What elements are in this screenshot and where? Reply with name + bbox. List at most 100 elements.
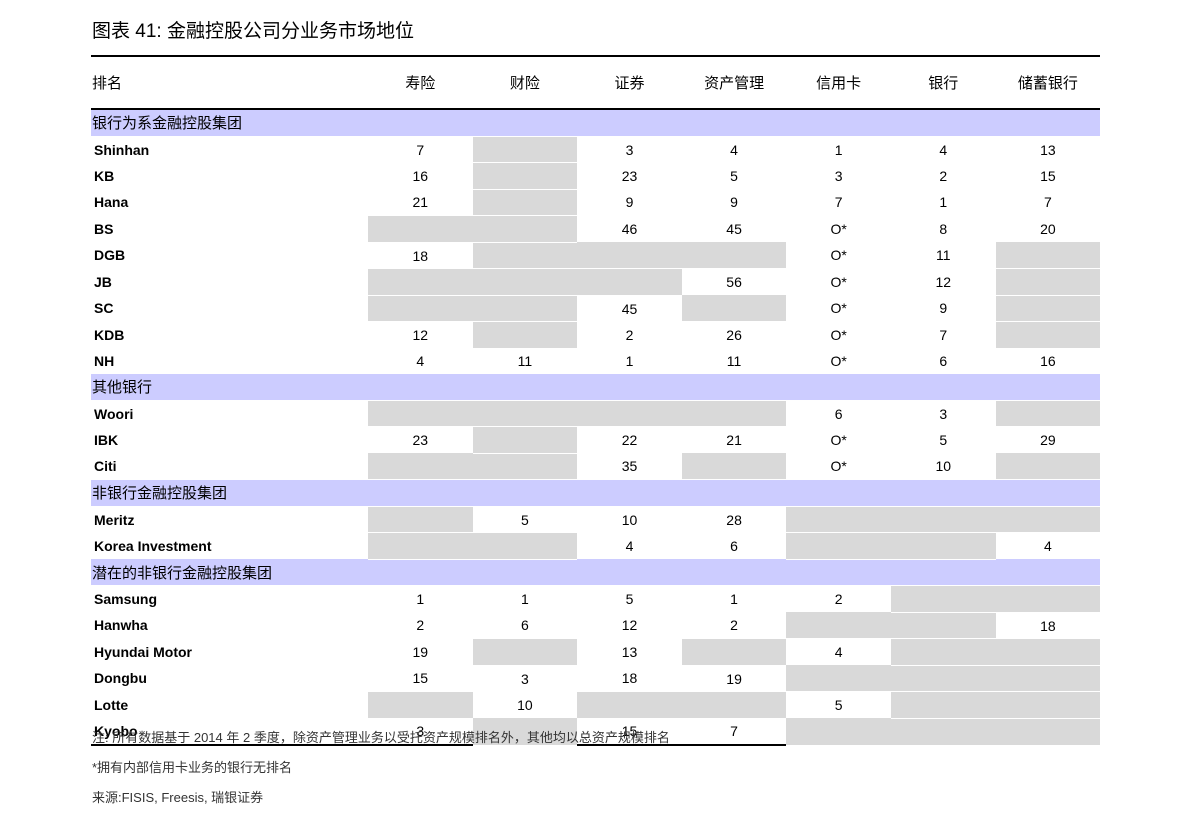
rank-cell: 23 xyxy=(621,167,638,184)
rank-cell: 13 xyxy=(1040,141,1056,158)
rank-cell: 29 xyxy=(1040,432,1056,448)
empty-cell xyxy=(577,242,682,269)
rank-cell: 11 xyxy=(726,353,742,369)
rank-cell: 9 xyxy=(625,194,634,211)
empty-cell xyxy=(472,321,578,349)
empty-cell xyxy=(472,189,578,216)
rank-cell: 6 xyxy=(520,617,529,634)
empty-cell xyxy=(368,295,473,322)
section-fill-cell xyxy=(577,109,682,137)
empty-cell xyxy=(472,215,578,243)
rank-cell: 7 xyxy=(1043,194,1052,211)
rank-cell: 45 xyxy=(621,300,638,317)
rank-cell: 15 xyxy=(577,718,682,746)
empty-cell xyxy=(995,665,1101,692)
company-name: Korea Investment xyxy=(94,537,212,554)
section-fill-cell xyxy=(472,109,578,137)
rank-cell: 46 xyxy=(621,220,638,237)
rank-cell: 2 xyxy=(939,167,948,184)
section-fill-cell xyxy=(890,479,996,507)
rank-cell: 5 xyxy=(730,167,738,184)
empty-cell xyxy=(472,295,578,322)
rank-cell: 10 xyxy=(621,511,638,528)
empty-cell xyxy=(472,453,578,480)
empty-cell xyxy=(368,506,473,533)
empty-cell xyxy=(472,718,578,746)
empty-cell xyxy=(995,718,1101,746)
empty-cell xyxy=(577,400,682,427)
empty-cell xyxy=(995,268,1101,296)
rank-cell: 4 xyxy=(416,353,425,369)
company-name: Samsung xyxy=(94,591,158,607)
rank-cell: 2 xyxy=(625,326,634,343)
empty-cell xyxy=(472,426,578,454)
section-title: 银行为系金融控股集团 xyxy=(91,109,368,137)
company-name: DGB xyxy=(94,247,126,264)
section-row: 其他银行 xyxy=(91,374,1101,401)
company-name: Hyundai Motor xyxy=(94,643,192,660)
rank-cell: 21 xyxy=(726,432,742,448)
rank-cell: 19 xyxy=(726,670,742,687)
rank-cell: 3 xyxy=(625,141,634,158)
footnote-basis: 注: 所有数据基于 2014 年 2 季度，除资产管理业务以受托资产规模排名外，… xyxy=(92,730,670,745)
rank-cell: 28 xyxy=(726,511,742,528)
rank-cell: 15 xyxy=(412,670,429,687)
section-fill-cell xyxy=(786,109,891,137)
empty-cell xyxy=(681,295,787,322)
rank-cell: 56 xyxy=(726,274,742,290)
empty-cell xyxy=(890,718,996,746)
rank-cell: O* xyxy=(830,431,847,448)
empty-cell xyxy=(368,691,473,719)
rank-cell: O* xyxy=(830,247,847,264)
rank-cell: 2 xyxy=(834,591,843,607)
empty-cell xyxy=(890,665,996,692)
rank-cell: 7 xyxy=(939,326,948,343)
header-rank: 排名 xyxy=(91,57,368,110)
company-name: Lotte xyxy=(94,696,129,713)
rank-cell: 10 xyxy=(935,458,952,475)
empty-cell xyxy=(577,691,682,719)
empty-cell xyxy=(995,638,1101,666)
rank-cell: 12 xyxy=(621,617,638,634)
header-bank: 银行 xyxy=(890,57,996,110)
rank-cell: O* xyxy=(830,458,847,475)
rank-cell: 4 xyxy=(730,141,738,158)
header-life-insurance: 寿险 xyxy=(368,57,473,110)
rank-cell: 1 xyxy=(520,591,529,607)
header-property-insurance: 财险 xyxy=(472,57,578,110)
rank-cell: 11 xyxy=(517,353,533,370)
rank-cell: 35 xyxy=(621,458,638,475)
empty-cell xyxy=(995,453,1101,480)
rank-cell: 11 xyxy=(935,247,951,264)
header-credit-card: 信用卡 xyxy=(786,57,891,110)
empty-cell xyxy=(995,295,1101,322)
rank-cell: 20 xyxy=(1040,220,1056,237)
empty-cell xyxy=(577,268,682,296)
empty-cell xyxy=(890,585,996,613)
rank-cell: 2 xyxy=(730,617,738,634)
rank-cell: 16 xyxy=(1040,353,1056,370)
section-fill-cell xyxy=(368,559,473,586)
section-fill-cell xyxy=(890,374,996,401)
section-fill-cell xyxy=(681,559,787,586)
section-row: 潜在的非银行金融控股集团 xyxy=(91,559,1101,586)
rank-cell: 5 xyxy=(834,697,843,713)
rank-cell: 13 xyxy=(621,643,638,660)
section-fill-cell xyxy=(472,374,578,401)
empty-cell xyxy=(472,532,578,560)
section-fill-cell xyxy=(995,559,1101,586)
rank-cell: 21 xyxy=(412,194,429,211)
section-fill-cell xyxy=(681,374,787,401)
